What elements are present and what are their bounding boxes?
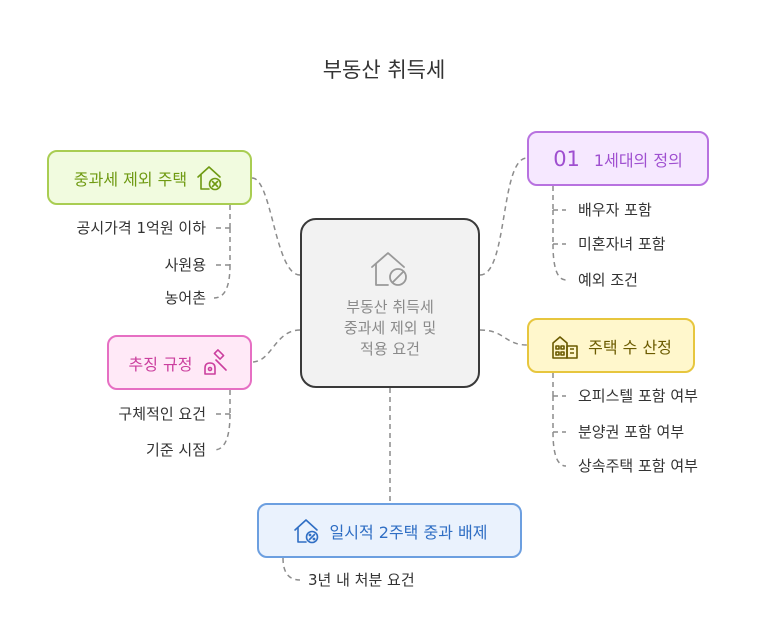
- house-blocked-icon: [371, 251, 407, 286]
- node-exclusion-label: 중과세 제외 주택: [73, 169, 188, 189]
- link-household-children: [552, 186, 567, 281]
- household-child-1: 배우자 포함: [578, 201, 652, 219]
- link-count-children: [552, 373, 567, 467]
- node-household: 01 1세대의 정의: [527, 131, 709, 186]
- household-child-3: 예외 조건: [578, 271, 638, 289]
- link-temporary-children: [282, 557, 301, 581]
- node-temporary-label: 일시적 2주택 중과 배제: [329, 522, 488, 542]
- count-child-3: 상속주택 포함 여부: [578, 457, 698, 475]
- diagram-title: 부동산 취득세: [322, 58, 446, 82]
- node-household-label: 1세대의 정의: [593, 150, 683, 170]
- temporary-child-1: 3년 내 처분 요건: [308, 571, 415, 589]
- link-collection-children: [213, 390, 231, 451]
- exclusion-child-3: 농어촌: [164, 289, 206, 307]
- gavel-icon: [204, 348, 228, 375]
- node-temporary: 일시적 2주택 중과 배제: [257, 503, 522, 558]
- collection-child-2: 기준 시점: [146, 441, 206, 459]
- buildings-icon: [552, 335, 578, 359]
- center-node: 부동산 취득세 중과세 제외 및 적용 요건: [300, 218, 480, 388]
- node-exclusion: 중과세 제외 주택: [47, 150, 252, 205]
- center-node-text: 부동산 취득세 중과세 제외 및 적용 요건: [343, 297, 437, 358]
- count-child-2: 분양권 포함 여부: [578, 423, 685, 441]
- link-center-household: [479, 157, 528, 276]
- node-household-number: 01: [553, 146, 580, 171]
- house-percent-icon: [293, 518, 318, 543]
- link-center-count: [479, 329, 528, 346]
- node-collection-label: 추징 규정: [128, 354, 193, 374]
- node-count: 주택 수 산정: [527, 318, 695, 373]
- count-child-1: 오피스텔 포함 여부: [578, 387, 698, 405]
- house-cancel-icon: [197, 165, 222, 190]
- node-collection: 추징 규정: [107, 335, 252, 390]
- exclusion-child-1: 공시가격 1억원 이하: [76, 219, 206, 237]
- link-center-exclusion: [251, 177, 301, 276]
- link-exclusion-children: [213, 205, 231, 299]
- link-center-collection: [251, 329, 301, 363]
- household-child-2: 미혼자녀 포함: [578, 235, 666, 253]
- collection-child-1: 구체적인 요건: [118, 405, 206, 423]
- node-count-label: 주택 수 산정: [588, 337, 672, 357]
- exclusion-child-2: 사원용: [164, 256, 206, 274]
